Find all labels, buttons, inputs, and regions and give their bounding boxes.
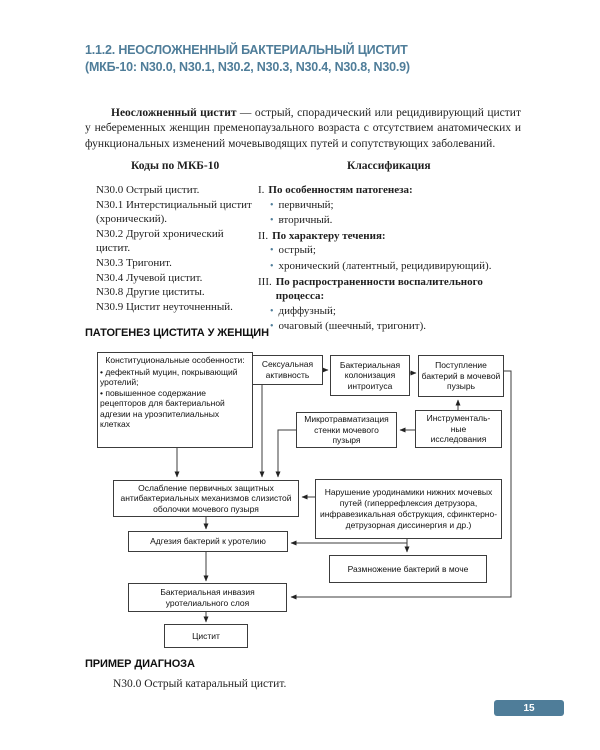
flow-box-constitutional-bullets: • дефектный муцин, покрывающий уротелий;… [100,366,238,430]
intro-text: — острый, спорадический или рецидивирующ… [85,106,521,150]
classification-list: I. По особенностям патогенеза: • первичны… [258,183,522,335]
classification-group: II. По характеру течения: • острый; • хрон… [258,229,522,275]
classification-numeral: I. [258,184,265,196]
classification-item: вторичный. [278,214,333,227]
flow-box-constitutional-title: Конституциональные особенности: [105,355,245,365]
bullet-icon: • [270,199,274,211]
icd-column-header: Коды по МКБ-10 [131,160,220,172]
flow-box-bacterial-multiplication: Размножение бактерий в моче [329,555,487,583]
icd-code-item: N30.4 Лучевой цистит. [96,271,203,284]
bullet-icon: • [270,260,274,272]
flow-box-defense-weakening: Ослабление первичных защитных антибактер… [113,480,299,517]
page-number: 15 [523,702,535,714]
bullet-icon: • [270,245,274,257]
classification-item: острый; [278,244,316,257]
icd-code-item: N30.3 Тригонит. [96,256,172,269]
classification-item: первичный; [278,198,334,211]
classification-column-header: Классификация [347,160,431,172]
classification-heading: По распространенности воспалительного пр… [275,275,483,303]
bullet-icon: • [270,215,274,227]
icd-code-item: N30.8 Другие циститы. [96,286,205,299]
flow-box-bacterial-invasion: Бактериальная инвазия уротелиального сло… [128,583,287,612]
pathogenesis-heading: ПАТОГЕНЕЗ ЦИСТИТА У ЖЕНЩИН [85,327,269,339]
flow-box-urodynamics-disorder: Нарушение уродинамики нижних мочевых пут… [315,479,502,539]
bullet-icon: • [270,321,274,333]
flow-box-bacterial-colonization: Бактериальная колонизация интроитуса [330,355,410,396]
icd-code-item: N30.9 Цистит неуточненный. [96,300,233,313]
page-number-badge: 15 [494,700,564,716]
bullet-icon: • [270,305,274,317]
classification-item: диффузный; [278,304,336,317]
classification-group: III. По распространенности воспалительно… [258,275,522,335]
section-title: 1.1.2. НЕОСЛОЖНЕННЫЙ БАКТЕРИАЛЬНЫЙ ЦИСТИ… [85,42,535,76]
classification-item: очаговый (шеечный, тригонит). [278,320,426,333]
icd-code-list: N30.0 Острый цистит. N30.1 Интерстициаль… [96,183,258,314]
intro-paragraph: Неосложненный цистит — острый, спорадиче… [85,106,521,153]
flow-box-cystitis: Цистит [164,624,248,648]
flow-box-constitutional-features: Конституциональные особенности: • дефект… [97,352,253,448]
column-headers: Коды по МКБ-10 Классификация [85,160,521,176]
classification-heading: По особенностям патогенеза: [268,184,413,196]
classification-group: I. По особенностям патогенеза: • первичны… [258,183,522,229]
icd-code-item: N30.2 Другой хронический цистит. [96,227,224,255]
section-title-line1: 1.1.2. НЕОСЛОЖНЕННЫЙ БАКТЕРИАЛЬНЫЙ ЦИСТИ… [85,43,408,57]
diagnosis-example-text: N30.0 Острый катаральный цистит. [113,678,287,690]
classification-item: хронический (латентный, рецидивирующий). [278,259,492,272]
flow-box-bacterial-adhesion: Адгезия бактерий к уротелию [128,531,288,552]
section-title-line2: (МКБ-10: N30.0, N30.1, N30.2, N30.3, N30… [85,60,410,74]
diagnosis-example-heading: ПРИМЕР ДИАГНОЗА [85,658,195,670]
intro-lead-term: Неосложненный цистит [111,106,237,119]
flow-box-sexual-activity: Сексуальная активность [252,355,323,385]
classification-numeral: II. [258,229,269,242]
classification-heading: По характеру течения: [272,229,386,242]
icd-code-item: N30.0 Острый цистит. [96,184,200,196]
flow-box-bacteria-entry: Поступление бактерий в мочевой пузырь [418,355,504,397]
icd-code-item: N30.1 Интерстициальный цистит (хроническ… [96,198,252,226]
classification-numeral: III. [258,275,272,288]
flow-box-microtrauma: Микротравматизация стенки мочевого пузыр… [296,412,397,448]
flow-box-instrumental-studies: Инструменталь- ные исследования [415,410,502,448]
